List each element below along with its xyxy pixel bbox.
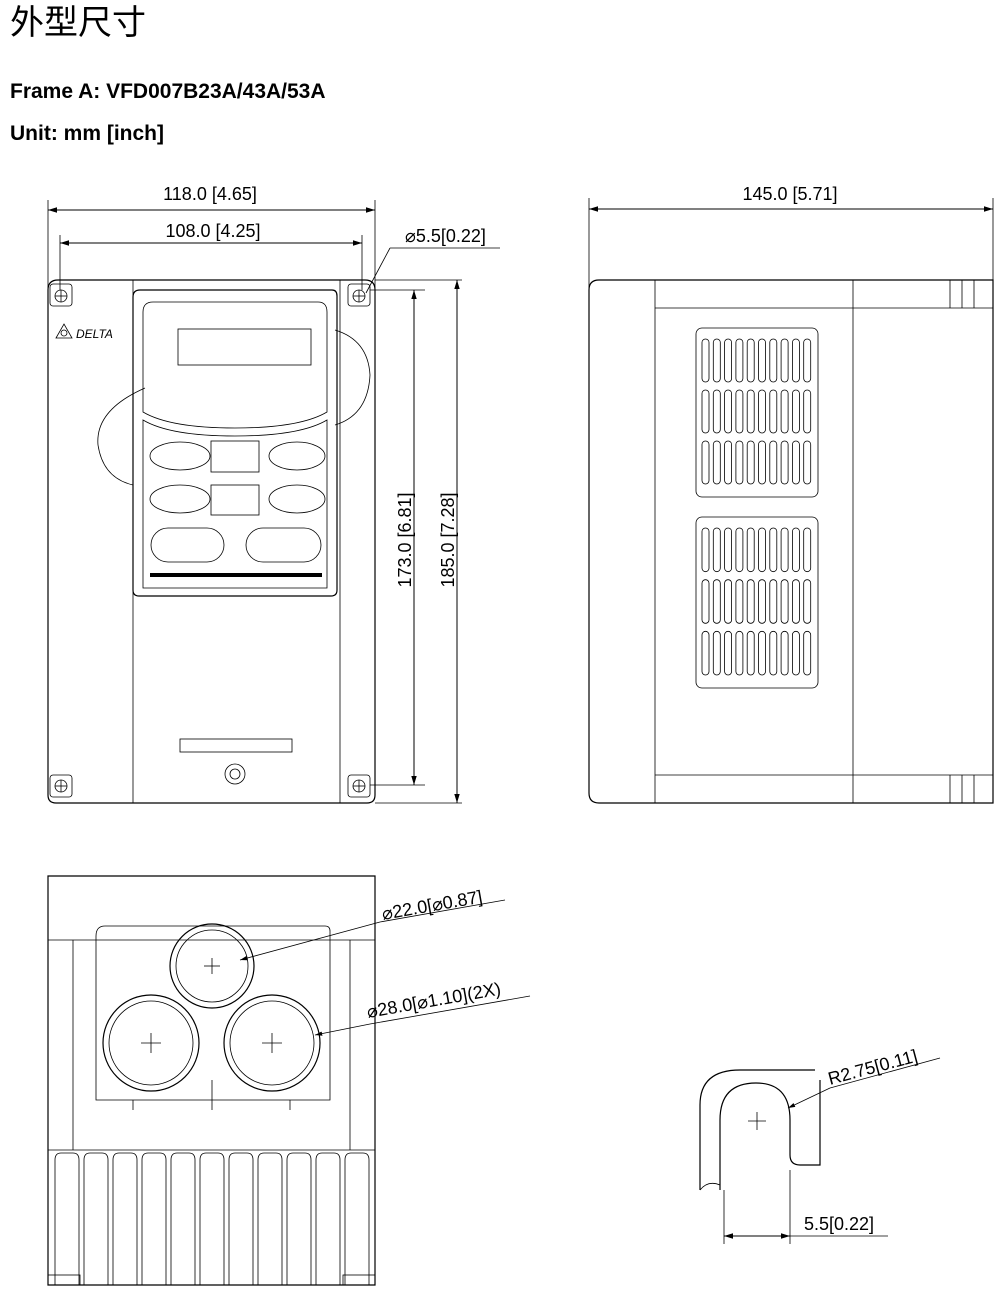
dim-height-holes: 173.0 [6.81] xyxy=(395,492,415,587)
keypad-buttons xyxy=(149,440,326,577)
front-view: 118.0 [4.65] 108.0 [4.25] ⌀5.5[0.22] xyxy=(47,184,500,804)
unit-label: Unit: mm [inch] xyxy=(10,122,164,145)
frame-model-label: Frame A: VFD007B23A/43A/53A xyxy=(10,80,326,103)
mounting-hole-tl xyxy=(49,283,73,307)
vent-grilles xyxy=(695,327,819,689)
mounting-hole-tr xyxy=(347,283,371,307)
side-view: 145.0 [5.71] xyxy=(588,184,994,804)
knockout-28-right xyxy=(223,994,321,1092)
dim-width-overall: 118.0 [4.65] xyxy=(163,184,257,204)
dim-hole-diameter: ⌀5.5[0.22] xyxy=(405,226,486,246)
slot-detail: 5.5[0.22] R2.75[0.11] xyxy=(699,1046,941,1244)
delta-logo: DELTA xyxy=(55,323,113,341)
heatsink-fins xyxy=(47,1152,376,1286)
dim-slot-width: 5.5[0.22] xyxy=(804,1214,874,1234)
label-slot xyxy=(179,738,293,753)
dim-knockout-22: ⌀22.0[⌀0.87] xyxy=(380,887,484,924)
lcd-display xyxy=(177,328,312,366)
page-title: 外型尺寸 xyxy=(10,3,146,43)
dim-knockout-28: ⌀28.0[⌀1.10](2X) xyxy=(365,979,502,1022)
dim-width-holes: 108.0 [4.25] xyxy=(165,221,260,241)
dim-depth: 145.0 [5.71] xyxy=(742,184,837,204)
mounting-hole-br xyxy=(347,774,371,798)
mounting-hole-bl xyxy=(49,774,73,798)
dim-height-overall: 185.0 [7.28] xyxy=(438,492,458,587)
knockout-22 xyxy=(169,923,255,1009)
svg-text:DELTA: DELTA xyxy=(76,327,113,341)
dim-slot-radius: R2.75[0.11] xyxy=(826,1046,920,1089)
bottom-view: ⌀22.0[⌀0.87] ⌀28.0[⌀1.10](2X) xyxy=(47,875,531,1286)
knockout-28-left xyxy=(102,994,200,1092)
